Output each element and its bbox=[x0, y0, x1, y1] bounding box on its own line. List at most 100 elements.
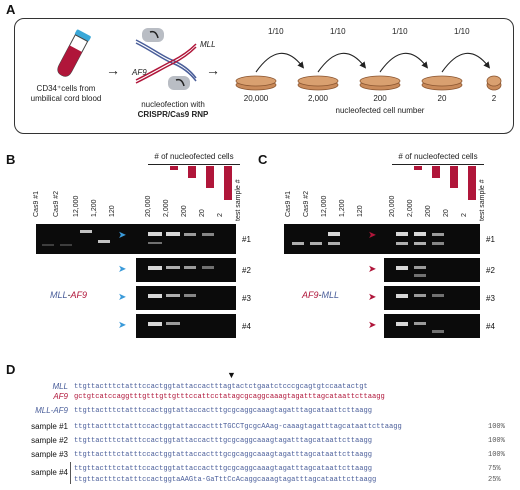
dilution-label: 1/10 bbox=[268, 27, 284, 36]
lane-label: 120 bbox=[109, 205, 116, 217]
seq-label-sample: sample #4 bbox=[31, 468, 68, 477]
arrowhead-marker-icon: ➤ bbox=[118, 264, 127, 275]
lane-label: 12,000 bbox=[321, 195, 328, 217]
lane-label: 1,200 bbox=[339, 199, 346, 217]
dish-count: 200 bbox=[373, 94, 387, 103]
seq-mll-af9: ttgttactttctatttccactggtattaccactttgcgca… bbox=[74, 407, 372, 415]
nucleofection-label: nucleofection with bbox=[141, 100, 205, 109]
dilution-label: 1/10 bbox=[330, 27, 346, 36]
gel-image bbox=[284, 224, 480, 254]
arrowhead-marker-icon: ➤ bbox=[118, 230, 127, 241]
gel-image bbox=[136, 258, 236, 282]
panel-label-a: A bbox=[6, 2, 16, 17]
gene-mll-label: MLL bbox=[200, 40, 216, 49]
dish-count: 20,000 bbox=[243, 94, 269, 103]
sample-number: #3 bbox=[486, 294, 495, 303]
arrowhead-marker-icon: ➤ bbox=[368, 264, 377, 275]
cd34-source-label: CD34⁺cells from umbilical cord blood bbox=[30, 84, 102, 103]
fusion-gene-a: MLL bbox=[50, 290, 68, 300]
seq-percent: 100% bbox=[488, 451, 505, 459]
seq-sample: ttgttactttctatttccactggtattaccactttTGCCT… bbox=[74, 423, 402, 431]
gel-image bbox=[136, 286, 236, 310]
cut-site-marker-icon: ▼ bbox=[227, 370, 236, 380]
panel-label-d: D bbox=[6, 362, 16, 377]
dish-count: 2,000 bbox=[307, 94, 329, 103]
seq-af9: gctgtcatccaggtttgtttgttgtttccattcctatagc… bbox=[74, 393, 385, 401]
fusion-sep: - bbox=[318, 290, 322, 300]
seq-label-af9: AF9 bbox=[53, 392, 68, 401]
cell-count-bars bbox=[170, 166, 232, 200]
sample-number: #4 bbox=[486, 322, 495, 331]
dish-count: 2 bbox=[491, 94, 497, 103]
panel-a-frame bbox=[14, 18, 514, 134]
blood-tube-icon bbox=[57, 29, 91, 77]
crispr-diagram-icon bbox=[135, 28, 197, 90]
fusion-label-af9-mll: AF9-MLL bbox=[302, 290, 339, 300]
lane-label: Cas9 #1 bbox=[285, 190, 292, 217]
seq-label-mll: MLL bbox=[52, 382, 68, 391]
arrowhead-marker-icon: ➤ bbox=[118, 320, 127, 331]
lane-label: Cas9 #1 bbox=[33, 190, 40, 217]
gel-image bbox=[384, 286, 480, 310]
fusion-sep: - bbox=[67, 290, 71, 300]
lane-label: 2 bbox=[461, 213, 468, 217]
seq-sample: ttgttactttctatttccactggtattaccactttgcgca… bbox=[74, 465, 372, 473]
panel-label-c: C bbox=[258, 152, 268, 167]
gene-af9-label: AF9 bbox=[132, 68, 147, 77]
cell-count-header: # of nucleofected cells bbox=[398, 152, 478, 161]
seq-percent: 100% bbox=[488, 423, 505, 431]
sample-number: #1 bbox=[486, 235, 495, 244]
lane-label: 2 bbox=[217, 213, 224, 217]
gel-image bbox=[136, 314, 236, 338]
lane-label: 12,000 bbox=[73, 195, 80, 217]
cell-count-header: # of nucleofected cells bbox=[154, 152, 234, 161]
seq-percent: 25% bbox=[488, 476, 501, 484]
header-underline bbox=[392, 164, 484, 165]
dilution-arrows bbox=[255, 52, 491, 73]
arrow-right-icon: → bbox=[206, 62, 220, 78]
sample-number: #1 bbox=[242, 235, 251, 244]
sample-number: #4 bbox=[242, 322, 251, 331]
arrowhead-marker-icon: ➤ bbox=[368, 230, 377, 241]
seq-label-sample: sample #3 bbox=[31, 450, 68, 459]
panel-label-b: B bbox=[6, 152, 16, 167]
seq-label-sample: sample #1 bbox=[31, 422, 68, 431]
gel-image bbox=[36, 224, 236, 254]
sample4-bracket bbox=[70, 462, 71, 484]
arrowhead-marker-icon: ➤ bbox=[368, 320, 377, 331]
seq-percent: 75% bbox=[488, 465, 501, 473]
dilution-label: 1/10 bbox=[392, 27, 408, 36]
lane-label: Cas9 #2 bbox=[303, 190, 310, 217]
seq-sample: ttgttactttctatttccactggtattaccactttgcgca… bbox=[74, 437, 372, 445]
dish-count: 20 bbox=[437, 94, 447, 103]
arrow-right-icon: → bbox=[106, 62, 120, 78]
cell-count-bars bbox=[414, 166, 476, 200]
seq-mll: ttgttactttctatttccactggtattaccactttagtac… bbox=[74, 383, 368, 391]
gel-image bbox=[384, 258, 480, 282]
seq-sample: ttgttactttctatttccactggtaAAGta-GaTttCcAc… bbox=[74, 476, 377, 484]
nucleofected-axis-label: nucleofected cell number bbox=[335, 106, 425, 115]
fusion-label-mll-af9: MLL-AF9 bbox=[50, 290, 87, 300]
lane-label: Cas9 #2 bbox=[53, 190, 60, 217]
fusion-gene-b: AF9 bbox=[70, 290, 88, 300]
seq-label-sample: sample #2 bbox=[31, 436, 68, 445]
seq-percent: 100% bbox=[488, 437, 505, 445]
lane-label: 20 bbox=[199, 209, 206, 217]
rnp-label: CRISPR/Cas9 RNP bbox=[137, 110, 209, 119]
culture-dishes bbox=[235, 75, 502, 91]
lane-label: 20 bbox=[443, 209, 450, 217]
sample-number: #2 bbox=[242, 266, 251, 275]
sample-number: #2 bbox=[486, 266, 495, 275]
seq-sample: ttgttactttctatttccactggtattaccactttgcgca… bbox=[74, 451, 372, 459]
lane-label: 1,200 bbox=[91, 199, 98, 217]
arrowhead-marker-icon: ➤ bbox=[118, 292, 127, 303]
seq-label-mll-af9: MLL-AF9 bbox=[35, 406, 68, 415]
gel-image bbox=[384, 314, 480, 338]
dilution-label: 1/10 bbox=[454, 27, 470, 36]
fusion-gene-a: AF9 bbox=[302, 290, 319, 300]
lane-label: 120 bbox=[357, 205, 364, 217]
header-underline bbox=[148, 164, 240, 165]
sample-number: #3 bbox=[242, 294, 251, 303]
arrowhead-marker-icon: ➤ bbox=[368, 292, 377, 303]
fusion-gene-b: MLL bbox=[321, 290, 340, 300]
